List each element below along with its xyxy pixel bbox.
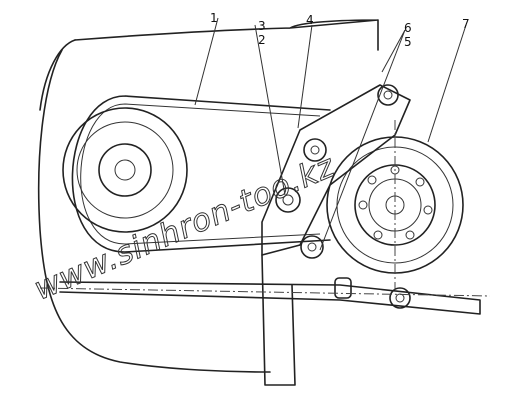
leader-lines [194,17,467,251]
belt-loop [71,95,331,253]
lower-shaft [59,281,481,315]
callout-4: 4 [306,13,314,27]
left-pulley [62,107,188,233]
callout-5: 5 [404,35,412,49]
callout-6: 6 [404,21,412,35]
callout-2: 2 [258,33,266,47]
housing-outline [37,19,379,373]
center-line [39,287,491,297]
callout-3: 3 [258,19,266,33]
callout-1: 1 [210,11,218,25]
callout-7: 7 [462,17,470,31]
housing-left-curve [39,39,76,111]
vertical-support [261,254,296,386]
tensioner-rollers [275,84,399,259]
